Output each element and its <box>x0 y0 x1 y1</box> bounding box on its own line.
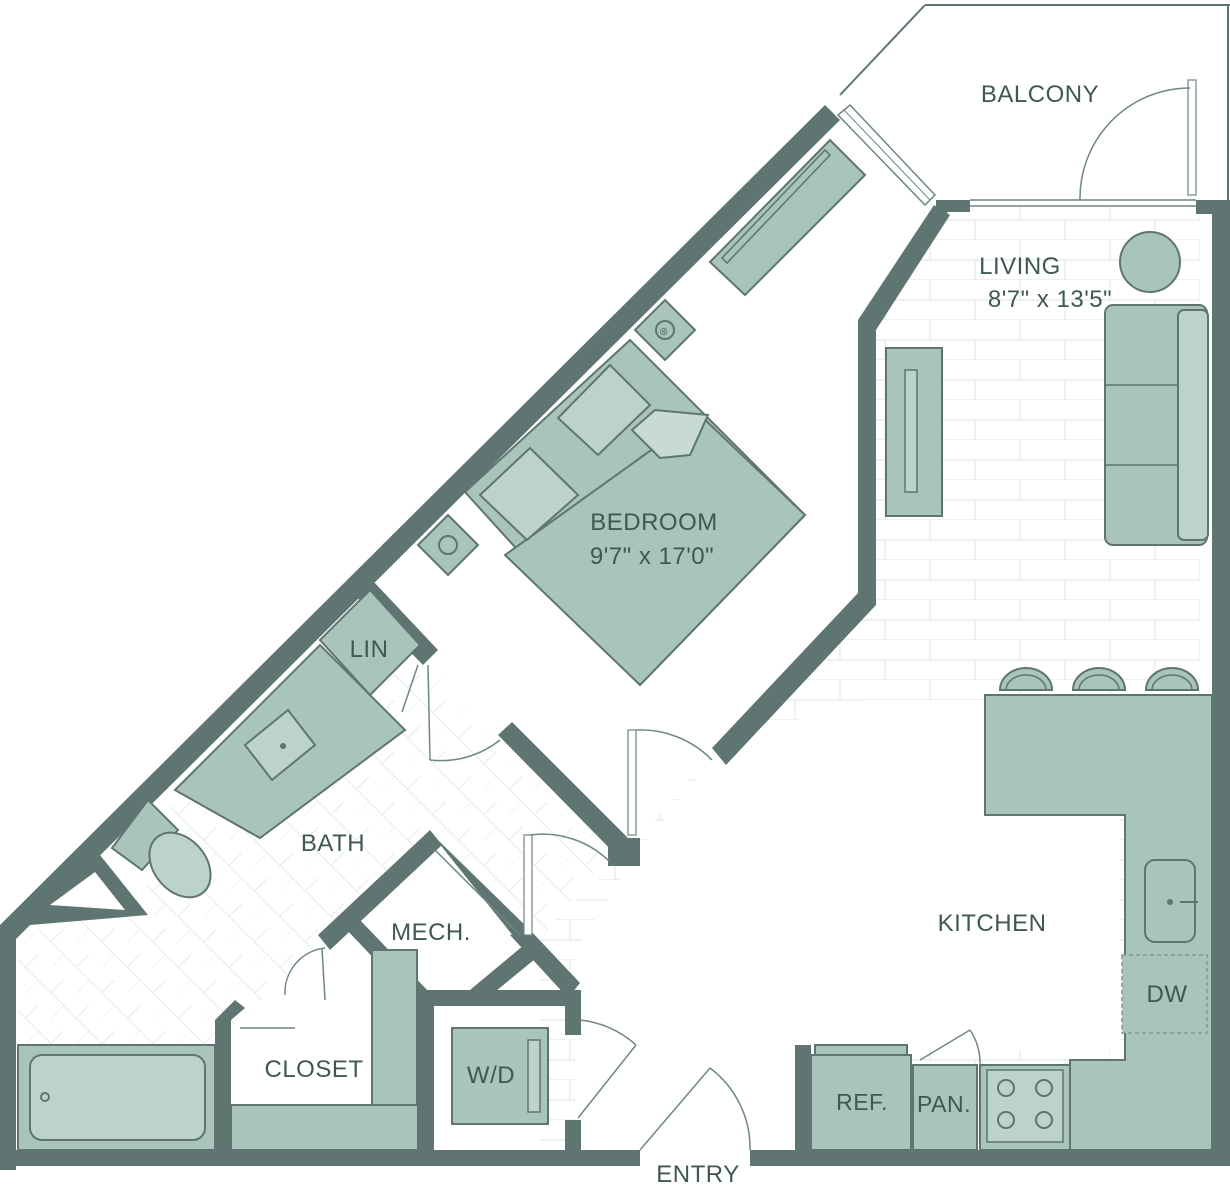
bed <box>463 338 807 687</box>
room-label-kitchen: KITCHEN <box>938 910 1047 937</box>
toilet <box>110 798 212 899</box>
room-label-lin: LIN <box>350 636 389 663</box>
room-label-mech: MECH. <box>391 919 471 946</box>
closet-shelf <box>230 1104 419 1151</box>
dishwasher <box>1121 954 1208 1034</box>
sofa <box>1104 304 1209 546</box>
svg-text:⊗: ⊗ <box>659 325 668 338</box>
armchair <box>1119 231 1181 293</box>
nightstand-top: ⊗ <box>633 298 697 362</box>
bar-stools <box>998 667 1200 691</box>
room-label-wd: W/D <box>467 1062 515 1089</box>
linen-shelf <box>318 588 422 697</box>
room-label-dw: DW <box>1147 981 1188 1008</box>
room-label-closet: CLOSET <box>264 1056 363 1083</box>
nightstand-bottom <box>416 513 480 577</box>
pantry <box>912 1064 978 1151</box>
room-label-ref: REF. <box>836 1089 888 1115</box>
room-label-bedroom: BEDROOM <box>590 509 718 536</box>
kitchen-island <box>984 694 1213 1151</box>
washer-dryer <box>451 1027 549 1125</box>
room-label-entry: ENTRY <box>656 1161 739 1185</box>
kitchen-sink <box>1144 859 1198 943</box>
walls <box>0 4 1230 1170</box>
room-label-living: LIVING <box>979 253 1061 280</box>
room-label-pan: PAN. <box>917 1091 971 1117</box>
floor-living-kitchen <box>540 205 1200 1150</box>
room-dims-living: 8'7" x 13'5" <box>988 286 1112 313</box>
doors <box>240 79 1197 1151</box>
room-dims-bedroom: 9'7" x 17'0" <box>590 543 714 570</box>
refrigerator <box>810 1054 912 1151</box>
bathtub <box>17 1044 216 1151</box>
room-label-balcony: BALCONY <box>981 81 1099 108</box>
dresser <box>708 138 867 297</box>
bath-sink <box>243 708 317 782</box>
range <box>979 1064 1071 1151</box>
room-label-bath: BATH <box>301 830 365 857</box>
tv-console <box>885 347 943 517</box>
